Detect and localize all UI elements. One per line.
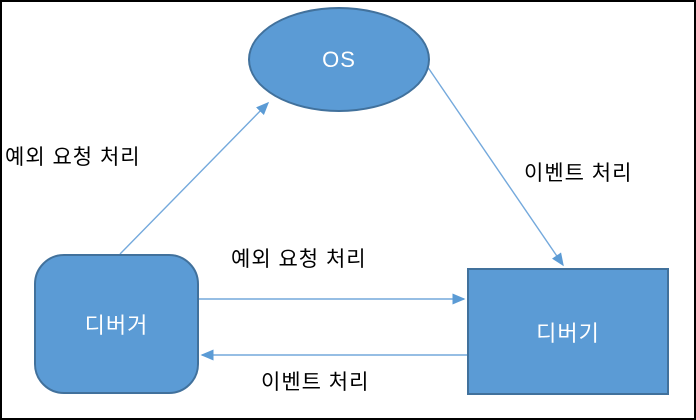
os-node: OS <box>248 7 430 112</box>
debugger-node: 디버거 <box>34 254 199 394</box>
arrow-debugger-to-os <box>119 101 270 255</box>
os-node-label: OS <box>322 46 356 72</box>
arrow-os-to-debuggee <box>426 65 564 267</box>
edge-label-os-to-debuggee: 이벤트 처리 <box>524 162 633 185</box>
debuggee-node-label: 디버기 <box>536 320 600 346</box>
edge-label-debugger-to-os: 예외 요청 처리 <box>5 146 141 169</box>
edge-label-debugger-to-debuggee: 예외 요청 처리 <box>231 248 367 271</box>
debugger-node-label: 디버거 <box>84 313 149 338</box>
debuggee-node: 디버기 <box>467 268 669 395</box>
edge-label-debuggee-to-debugger: 이벤트 처리 <box>261 371 370 394</box>
